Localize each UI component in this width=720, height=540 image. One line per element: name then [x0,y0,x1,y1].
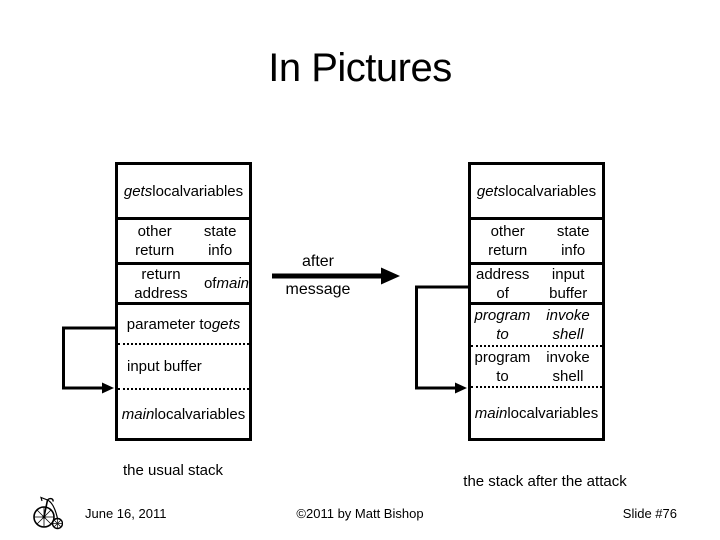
usual-cell-input-buffer: input buffer [118,345,249,390]
usual-stack-pointer-arrow-icon [62,326,115,394]
attacked-stack-pointer-arrow-icon [415,285,468,394]
footer-date: June 16, 2011 [85,506,167,521]
footer-slide-number: Slide #76 [622,506,677,521]
footer-copyright: ©2011 by Matt Bishop [296,506,424,521]
penny-farthing-bicycle-icon [33,496,63,530]
transition-label-message: message [285,281,351,298]
transition-label-after: after [301,253,334,270]
page-title: In Pictures [268,46,452,90]
attacked-stack-caption: the stack after the attack [463,473,627,490]
usual-stack-caption: the usual stack [122,462,224,479]
